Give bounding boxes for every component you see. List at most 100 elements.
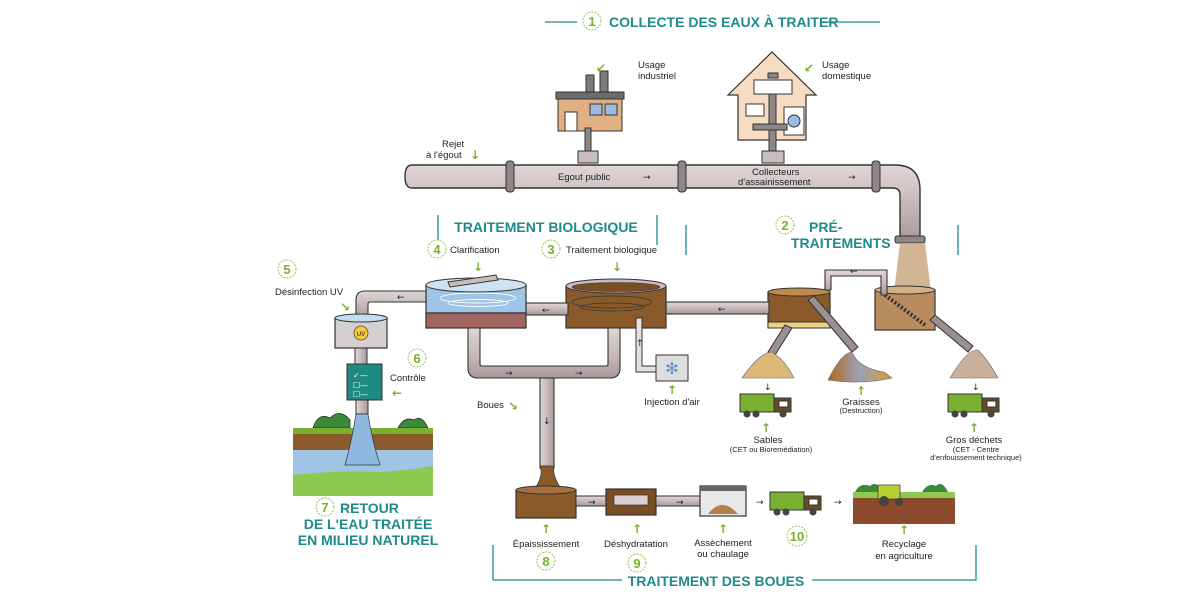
label-sables-sub: (CET ou Bioremédiation): [730, 445, 813, 454]
house-icon: [726, 51, 818, 164]
flow-arrow-icon: →: [756, 498, 764, 508]
section-boues-title: TRAITEMENT DES BOUES: [628, 573, 805, 589]
sand-pile: [741, 351, 795, 379]
control-panel-icon: ✓— ☐— ☐—: [346, 363, 383, 401]
label-rejet-line2: à l'égout: [426, 150, 462, 161]
svg-text:☐—: ☐—: [353, 390, 368, 399]
step-5-number: 5: [283, 262, 290, 277]
fan-icon: ✻: [665, 359, 678, 378]
svg-text:✓—: ✓—: [353, 371, 368, 380]
label-usage-domestique-line1: Usage: [822, 60, 849, 71]
step-5-badge: [277, 259, 297, 279]
arrow-rejet-icon: ↓: [470, 148, 480, 162]
truck-sables-icon: [739, 393, 792, 418]
section-retour-title-line2: DE L'EAU TRAITÉE: [304, 516, 433, 532]
step-4-badge: [427, 239, 447, 259]
flow-arrow-icon: ↓: [972, 383, 980, 393]
truck-dechets-icon: [947, 393, 1000, 418]
section-biologique-title: TRAITEMENT BIOLOGIQUE: [454, 219, 638, 235]
grease-puddle: [827, 351, 893, 383]
step-4-number: 4: [433, 242, 441, 257]
pipe-control-outlet: [355, 399, 369, 415]
label-injection-air: Injection d'air: [644, 397, 700, 408]
flow-arrow-icon: ←: [718, 305, 726, 315]
outlet-pipe-sables: [767, 324, 793, 356]
label-usage-domestique-line2: domestique: [822, 71, 871, 82]
water-outflow: [344, 413, 381, 466]
air-blower: [655, 354, 689, 382]
arrow-assechement-icon: ↑: [718, 522, 728, 536]
label-clarification: Clarification: [450, 245, 500, 256]
arrow-traitement-biologique-icon: ↓: [612, 260, 622, 274]
label-assechement-line1: Assèchement: [694, 538, 752, 549]
tractor-icon: [877, 484, 901, 500]
section-collecte-title: COLLECTE DES EAUX À TRAITER: [609, 14, 838, 30]
label-traitement-biologique: Traitement biologique: [566, 245, 657, 256]
step-9-badge: [627, 553, 647, 573]
step-7-number: 7: [321, 500, 328, 515]
pipe-joint: [505, 160, 515, 193]
label-desinfection-uv: Désinfection UV: [275, 287, 344, 298]
uv-label: UV: [357, 332, 365, 338]
arrow-usage-domestique-icon: ↙: [804, 61, 814, 75]
outlet-pipe-dechets: [929, 314, 974, 353]
arrow-epaississement-icon: ↑: [541, 522, 551, 536]
flow-arrow-icon: →: [643, 173, 651, 183]
label-collecteurs-line2: d'assainissement: [738, 177, 811, 188]
step-1-badge: [582, 11, 602, 31]
label-egout-public: Egout public: [558, 172, 611, 183]
connector-pipe: [824, 269, 888, 296]
agriculture-field-icon: [853, 484, 955, 524]
label-usage-industriel-line2: industriel: [638, 71, 676, 82]
truck-boues-icon: [769, 491, 822, 516]
arrow-deshydratation-icon: ↑: [632, 522, 642, 536]
step-2-badge: [775, 215, 795, 235]
step-3-number: 3: [547, 242, 554, 257]
step-7-badge: [315, 497, 335, 517]
step-6-badge: [407, 348, 427, 368]
arrow-graisses-icon: ↑: [856, 384, 866, 398]
step-10-badge: [786, 525, 808, 547]
flow-arrow-icon: →: [848, 173, 856, 183]
step-8-number: 8: [542, 554, 549, 569]
label-assechement-line2: ou chaulage: [697, 549, 749, 560]
pipe-joint: [894, 235, 926, 244]
pipe-uv-to-control: [354, 347, 368, 365]
thickener-tank: [515, 485, 577, 519]
arrow-sables-icon: ↑: [761, 421, 771, 435]
label-controle: Contrôle: [390, 373, 426, 384]
waste-pile: [949, 349, 999, 379]
label-deshydratation: Déshydratation: [604, 539, 668, 550]
arrow-recyclage-icon: ↑: [899, 523, 909, 537]
flow-arrow-icon: →: [676, 498, 684, 508]
arrow-controle-icon: ←: [392, 386, 402, 400]
clarifier-tank: [425, 274, 527, 329]
flow-arrow-icon: ↑: [636, 339, 644, 349]
flow-arrow-icon: ←: [397, 293, 405, 303]
section-pretraitement-title-line2: TRAITEMENTS: [791, 235, 891, 251]
sewer-pipe: [404, 160, 926, 244]
step-2-number: 2: [781, 218, 788, 233]
dewatering-unit: [605, 488, 657, 516]
label-gros-dechets-sub1: (CET - Centre: [953, 445, 1000, 454]
uv-sun-icon: [353, 325, 369, 341]
label-usage-industriel-line1: Usage: [638, 60, 665, 71]
factory-icon: [555, 70, 625, 164]
flow-arrow-icon: →: [834, 498, 842, 508]
drying-unit: [699, 485, 747, 517]
label-graisses-sub: (Destruction): [840, 406, 883, 415]
uv-disinfection-unit: UV: [334, 313, 388, 349]
flow-arrow-icon: →: [575, 369, 583, 379]
flow-arrow-icon: ↓: [543, 417, 551, 427]
sludge-collection-pipe: [467, 327, 621, 379]
label-recyclage-line2: en agriculture: [875, 551, 933, 562]
step-1-number: 1: [588, 14, 595, 29]
arrow-gros-dechets-icon: ↑: [969, 421, 979, 435]
step-3-badge: [541, 239, 561, 259]
section-pretraitement-title-line1: PRÉ-: [809, 219, 843, 235]
boues-bracket-left: [492, 545, 622, 581]
section-collecte-header: 1 COLLECTE DES EAUX À TRAITER: [545, 11, 880, 31]
arrow-desinfection-icon: ↘: [340, 300, 350, 314]
step-8-badge: [536, 551, 556, 571]
